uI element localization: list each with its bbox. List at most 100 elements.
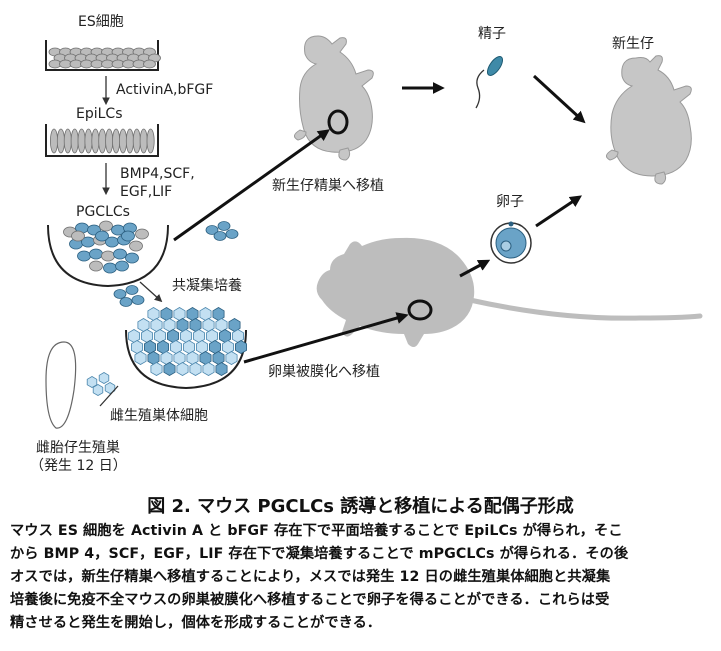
coculture-cell	[140, 329, 154, 343]
epilcs-label: EpiLCs	[76, 106, 123, 122]
coculture-cell	[189, 362, 202, 376]
epilc-cell	[105, 128, 114, 154]
fetal-gonad	[45, 341, 77, 429]
pgclc-cell	[89, 248, 103, 260]
coculture-cell	[199, 307, 212, 321]
arrow-mouse-to-oocyte	[459, 259, 491, 278]
coculture-cell	[153, 329, 167, 343]
pgclc-cell	[89, 260, 103, 272]
figure-diagram	[45, 35, 703, 429]
pgclc-cell	[225, 229, 239, 239]
coculture-cell	[160, 307, 173, 321]
epilc-cell	[77, 128, 86, 154]
coculture-cell	[179, 329, 193, 343]
epilc-cell	[125, 128, 134, 154]
pgclc-cell	[115, 260, 129, 272]
pgclc-cell	[113, 289, 127, 299]
pgclc-cell	[71, 230, 85, 242]
epilc-cell	[119, 128, 128, 154]
arrow-pgc-to-testis	[173, 129, 330, 242]
coculture-cell	[127, 329, 141, 343]
coculture-cell	[160, 351, 173, 365]
epilc-cell	[63, 128, 72, 154]
epilc-cell	[56, 128, 65, 154]
arrow-coculture-to-ovary	[243, 312, 409, 364]
coculture-cell	[231, 329, 245, 343]
epilc-cell	[91, 128, 100, 154]
pgclc-cell	[77, 250, 91, 262]
pgclc-cell	[101, 250, 115, 262]
bmp-label-line1: BMP4,SCF,	[120, 166, 195, 182]
es-cell-dish	[45, 40, 161, 71]
pgclc-cell	[129, 240, 143, 252]
coculture-cell	[166, 329, 180, 343]
coculture-cell	[147, 307, 160, 321]
coculture-cell	[215, 362, 228, 376]
epilc-cell	[50, 128, 59, 154]
coculture-cell	[212, 307, 225, 321]
oocyte	[490, 221, 532, 264]
newborn-pup-recipient	[294, 35, 374, 161]
epilc-cell	[112, 128, 121, 154]
pgclc-cell	[121, 230, 135, 242]
sperm-label: 精子	[478, 26, 506, 42]
arrow-oocyte-to-offspring	[535, 195, 582, 228]
pgclc-cell	[99, 220, 113, 232]
arrow-to-coculture	[139, 281, 163, 303]
coculture-cell	[202, 362, 215, 376]
pgclc-cluster-for-testis	[205, 221, 239, 241]
caption-line: 精させると発生を開始し，個体を形成することができる．	[10, 615, 382, 631]
offspring-label: 新生仔	[612, 36, 654, 52]
testis-transplant-label: 新生仔精巣へ移植	[272, 178, 384, 194]
somatic-cell	[92, 384, 104, 396]
coculture-bowl	[125, 307, 248, 390]
caption-line: 培養後に免疫不全マウスの卵巣被膜化へ移植することで卵子を得ることができる．これら…	[10, 592, 610, 608]
somatic-cell	[98, 372, 110, 384]
coculture-cell	[163, 362, 176, 376]
epilc-cell	[146, 128, 155, 154]
coculture-cell	[234, 340, 248, 354]
pgclcs-label: PGCLCs	[76, 204, 130, 220]
somatic-cell	[86, 376, 98, 388]
pgclc-cell	[125, 252, 139, 264]
pgclc-cell	[217, 221, 231, 231]
pgclc-cell	[95, 230, 109, 242]
es-cells-label: ES細胞	[78, 14, 124, 30]
coculture-cell	[218, 329, 232, 343]
pgclc-cell	[103, 262, 117, 274]
testis-injection-site	[327, 109, 349, 135]
coculture-cell	[173, 351, 186, 365]
coculture-cell	[134, 351, 147, 365]
somatic-cell-cluster	[86, 372, 116, 396]
coculture-cell	[192, 329, 206, 343]
ovary-transplant-label: 卵巣被膜化へ移植	[268, 364, 380, 380]
pgclc-cell	[125, 285, 139, 295]
bmp-label-line2: EGF,LIF	[120, 184, 173, 200]
epilc-cell	[139, 128, 148, 154]
pgclc-cell	[135, 228, 149, 240]
pgclc-cell	[131, 295, 145, 305]
epilc-cell	[132, 128, 141, 154]
sperm	[475, 56, 504, 109]
pgclc-cell	[205, 225, 219, 235]
oocyte-label: 卵子	[496, 194, 524, 210]
coculture-cell	[205, 329, 219, 343]
coculture-cell	[173, 307, 186, 321]
coculture-cell	[176, 362, 189, 376]
coculture-cell	[150, 362, 163, 376]
coculture-cell	[225, 351, 238, 365]
figure-caption-title: 図 2. マウス PGCLCs 誘導と移植による配偶子形成	[147, 496, 574, 517]
pgclc-cluster-for-coculture	[113, 285, 145, 307]
caption-line: から BMP 4，SCF，EGF，LIF 存在下で凝集培養することで mPGCL…	[10, 546, 629, 562]
pgclc-aggregate-bowl	[47, 220, 169, 288]
caption-line: オスでは，新生仔精巣へ移植することにより，メスでは発生 12 日の雌生殖巣体細胞…	[10, 569, 611, 585]
epilc-dish	[45, 124, 159, 157]
activin-bfgf-label: ActivinA,bFGF	[116, 82, 214, 98]
gonad-cells-label: 雌生殖巣体細胞	[110, 408, 208, 424]
fetal-gonad-label-line2: （発生 12 日）	[30, 458, 127, 474]
ovary-injection-site	[407, 299, 433, 321]
arrow-sperm-to-offspring	[532, 74, 586, 124]
pgclc-cell	[113, 248, 127, 260]
newborn-offspring	[606, 55, 692, 185]
es-cell	[143, 59, 156, 69]
